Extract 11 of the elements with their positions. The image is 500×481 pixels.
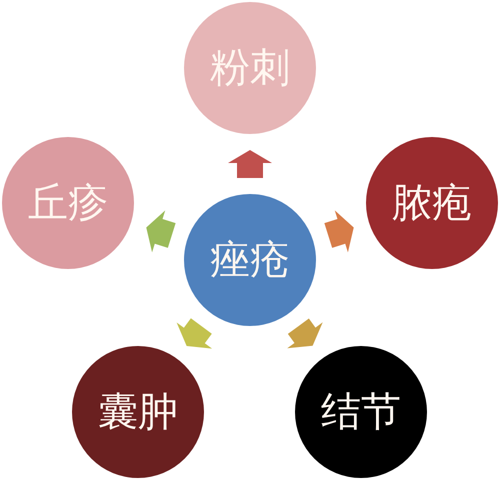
block-arrow [146, 210, 176, 252]
block-arrow [324, 210, 354, 252]
node-label: 粉刺 [210, 48, 290, 88]
node-label: 脓疱 [392, 183, 472, 223]
block-arrow [287, 318, 323, 348]
node-label: 结节 [321, 392, 401, 432]
node-label: 囊肿 [98, 392, 178, 432]
block-arrow [176, 318, 212, 349]
block-arrow [228, 150, 272, 178]
node-label: 丘疹 [28, 183, 108, 223]
node-label: 痤疮 [210, 240, 290, 280]
